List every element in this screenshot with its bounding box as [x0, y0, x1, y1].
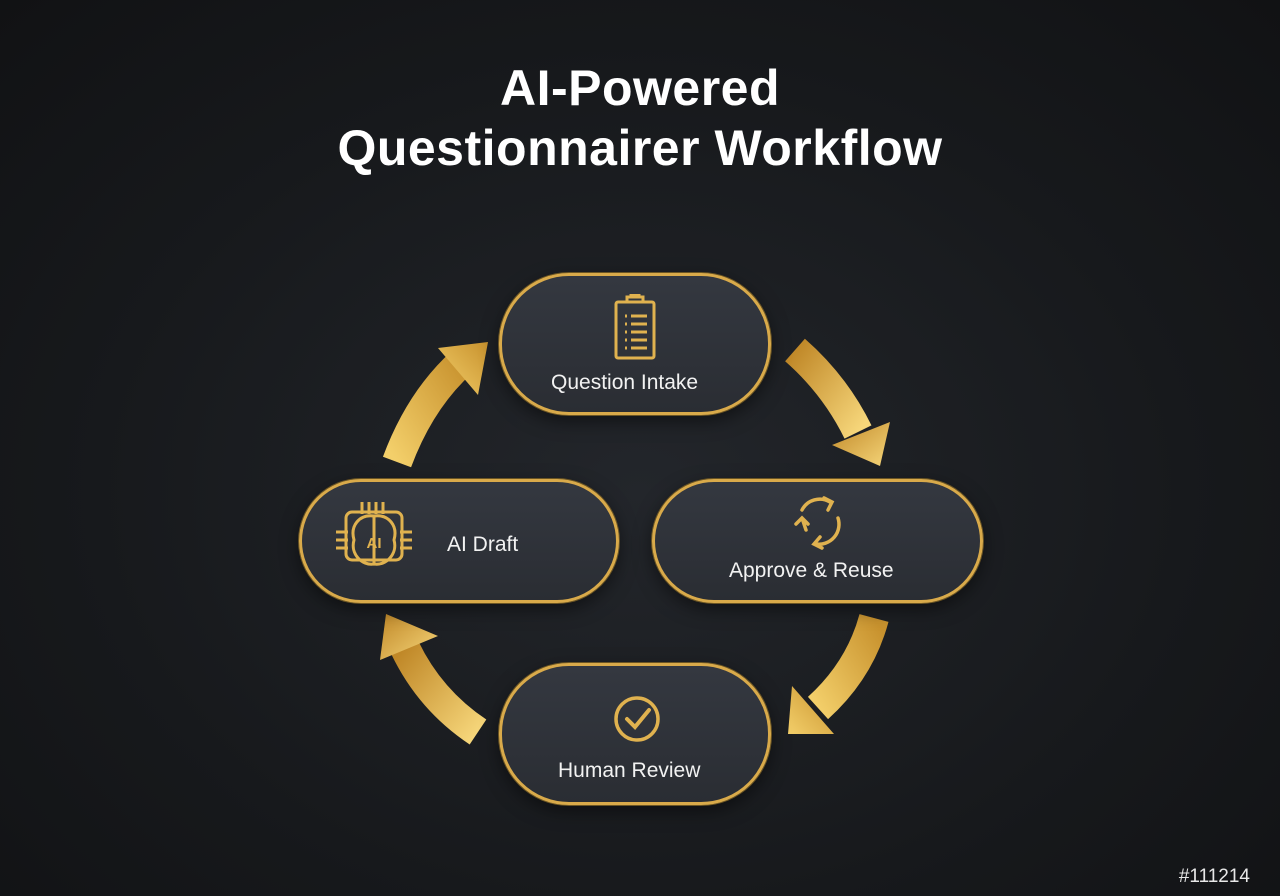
clipboard-list-icon [614, 294, 656, 360]
arrow-review-to-draft [380, 614, 487, 745]
node-approve-reuse[interactable]: Approve & Reuse [652, 479, 983, 603]
title-line-2: Questionnairer Workflow [337, 120, 943, 176]
arrow-intake-to-approve [785, 338, 890, 466]
node-ai-draft[interactable]: AI AI Draft [299, 479, 619, 603]
node-label: AI Draft [447, 533, 519, 556]
arrow-approve-to-review [788, 613, 889, 734]
node-label: Human Review [558, 759, 701, 782]
node-question-intake[interactable]: Question Intake [499, 273, 771, 415]
refresh-cycle-icon [794, 496, 841, 550]
arrow-draft-to-intake [382, 342, 488, 468]
title-line-1: AI-Powered [499, 60, 781, 116]
node-label: Approve & Reuse [729, 559, 894, 582]
ai-icon-text: AI [367, 535, 382, 552]
page-title: AI-Powered Questionnairer Workflow [0, 58, 1280, 178]
check-circle-icon [614, 696, 660, 742]
color-code-label: #111214 [1178, 866, 1250, 887]
ai-brain-chip-icon: AI [336, 502, 412, 566]
node-label: Question Intake [551, 371, 699, 394]
node-human-review[interactable]: Human Review [499, 663, 771, 805]
